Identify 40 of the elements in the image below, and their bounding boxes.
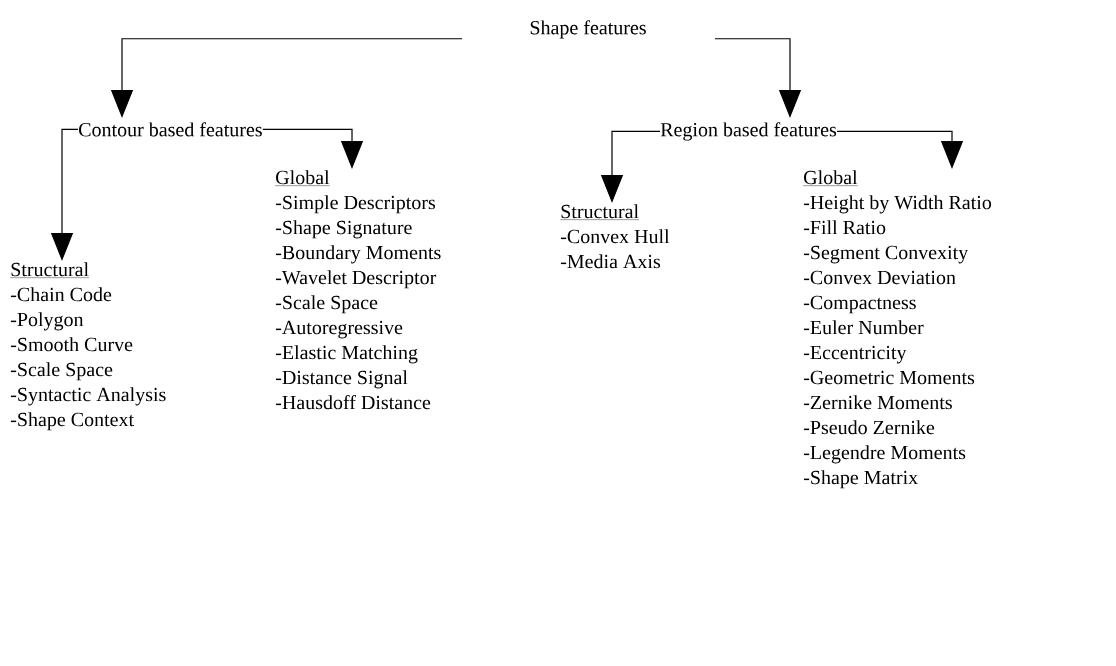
list-item: -Autoregressive	[275, 320, 403, 339]
list-item: -Zernike Moments	[803, 395, 952, 410]
list-item: -Scale Space	[275, 295, 378, 314]
list-item: -Convex Deviation	[803, 270, 956, 285]
list-item: -Legendre Moments	[803, 445, 966, 464]
feature-list	[275, 170, 441, 410]
list-item: -Wavelet Descriptor	[275, 270, 437, 289]
list-item: -Pseudo Zernike	[803, 420, 935, 435]
feature-list	[803, 170, 992, 489]
list-item: -Elastic Matching	[275, 345, 418, 364]
list-item: -Chain Code	[10, 287, 112, 302]
list-item: -Shape Matrix	[803, 470, 918, 489]
list-item: -Height by Width Ratio	[803, 195, 992, 214]
feature-list	[560, 204, 670, 269]
list-item: -Smooth Curve	[10, 337, 133, 352]
list-item: -Eccentricity	[803, 345, 907, 364]
list-item: -Media Axis	[560, 254, 660, 269]
list-item: -Simple Descriptors	[275, 195, 435, 214]
list-heading: Global	[275, 170, 330, 186]
list-item: -Segment Convexity	[803, 245, 969, 264]
list-item: -Syntactic Analysis	[10, 387, 166, 406]
list-item: -Geometric Moments	[803, 370, 975, 385]
heading: Shape features	[530, 20, 646, 39]
list-item: -Hausdoff Distance	[275, 395, 431, 410]
list-item: -Shape Context	[10, 412, 134, 431]
list-item: -Euler Number	[803, 320, 924, 335]
heading: Region based features	[660, 122, 837, 141]
list-heading: Structural	[560, 204, 640, 220]
list-item: -Boundary Moments	[275, 245, 441, 264]
list-item: -Convex Hull	[560, 229, 670, 244]
list-heading: Global	[803, 170, 858, 186]
list-item: -Distance Signal	[275, 370, 408, 389]
list-heading: Structural	[10, 262, 90, 278]
list-item: -Scale Space	[10, 362, 113, 381]
heading: Contour based features	[79, 122, 262, 137]
list-item: -Fill Ratio	[803, 220, 886, 235]
feature-list	[10, 262, 166, 431]
list-item: -Polygon	[10, 312, 84, 331]
list-item: -Shape Signature	[275, 220, 412, 239]
list-item: -Compactness	[803, 295, 916, 314]
